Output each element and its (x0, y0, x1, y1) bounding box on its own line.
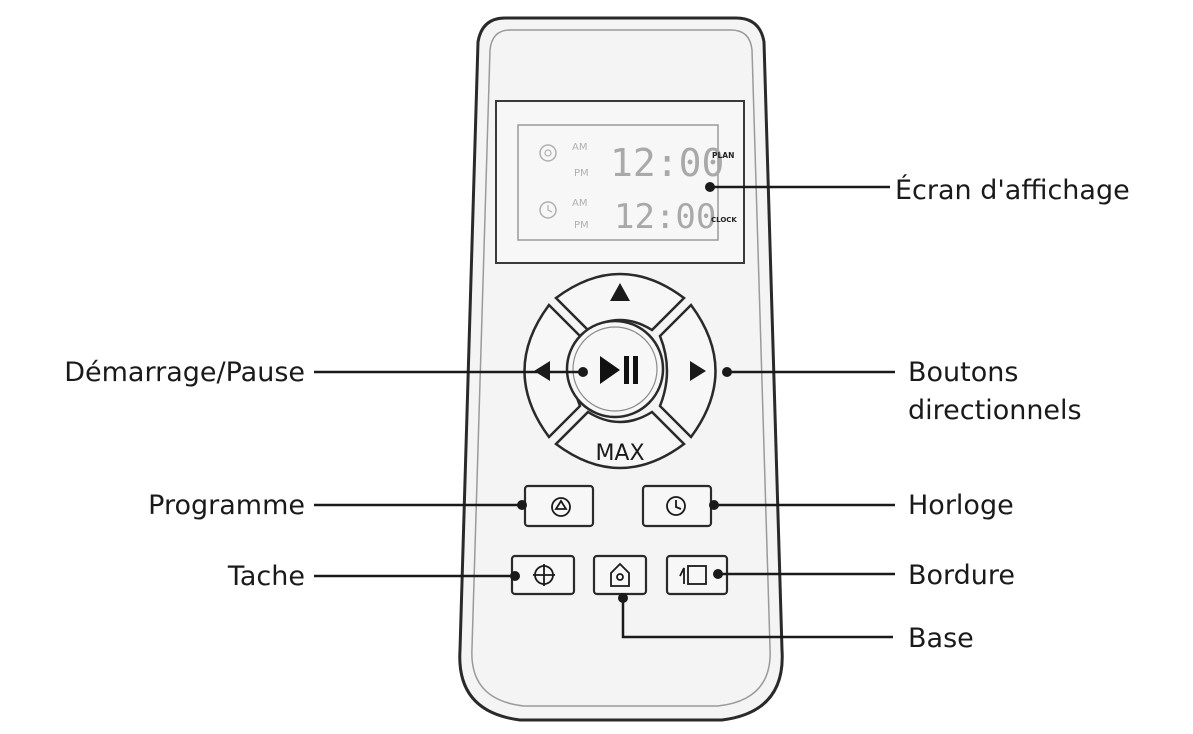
program-button[interactable] (523, 484, 595, 528)
spot-button[interactable] (510, 554, 576, 596)
callout-lines (314, 182, 895, 639)
lcd-plan-icon (539, 144, 557, 162)
clock-icon (666, 496, 686, 516)
lcd-clock-time: 12:00 (614, 197, 716, 237)
lcd-plan-time: 12:00 (610, 141, 724, 185)
lcd-clock-tag: CLOCK (711, 216, 737, 224)
label-program: Programme (148, 490, 305, 521)
label-start-pause: Démarrage/Pause (64, 357, 305, 388)
lcd-plan-tag: PLAN (712, 151, 734, 160)
crosshair-icon (533, 564, 555, 586)
lcd-am-1: AM (572, 142, 587, 153)
label-directional-1: Boutons (908, 357, 1018, 388)
lcd-am-2: AM (572, 198, 587, 209)
lcd-pm-2: PM (574, 220, 589, 231)
play-pause-icon (600, 356, 638, 384)
home-button[interactable] (592, 554, 648, 596)
right-button[interactable] (658, 303, 717, 439)
home-icon (610, 562, 630, 587)
lcd-screen: AM PM 12:00 PLAN AM PM 12:00 CLOCK (495, 100, 745, 264)
lcd-clock-icon (539, 201, 557, 219)
triangle-up-icon (610, 283, 630, 301)
label-display-screen: Écran d'affichage (895, 174, 1130, 206)
label-clock: Horloge (908, 490, 1014, 521)
clock-button[interactable] (641, 484, 713, 528)
callout-labels: Écran d'affichage Démarrage/Pause Bouton… (64, 174, 1130, 654)
label-directional-2: directionnels (908, 395, 1082, 426)
edge-button[interactable] (665, 554, 729, 596)
max-button[interactable]: MAX (554, 410, 686, 470)
schedule-icon (551, 497, 571, 517)
label-edge: Bordure (908, 560, 1015, 591)
label-spot: Tache (227, 561, 305, 592)
max-label: MAX (595, 441, 644, 466)
lcd-pm-1: PM (574, 168, 589, 179)
edge-icon (679, 565, 707, 585)
start-pause-button[interactable] (565, 319, 665, 419)
label-base: Base (908, 623, 974, 654)
triangle-right-icon (690, 361, 706, 381)
